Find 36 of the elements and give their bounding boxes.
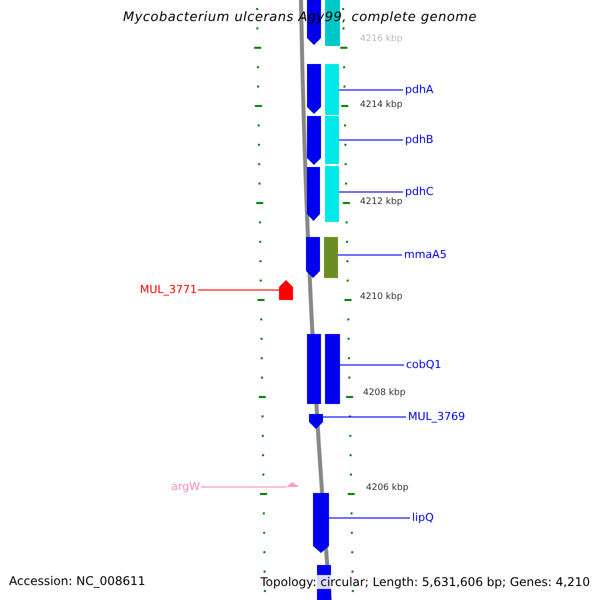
gene-label: pdhB	[405, 134, 434, 145]
gene-feature	[309, 414, 323, 429]
gene-feature	[306, 237, 320, 278]
scale-label: 4208 kbp	[363, 389, 406, 398]
gene-feature	[313, 493, 329, 553]
gene-label: pdhC	[405, 186, 434, 197]
leader-line	[200, 486, 286, 488]
scale-label: 4212 kbp	[360, 198, 402, 207]
scale-label: 4214 kbp	[360, 101, 402, 110]
leader-line	[340, 364, 404, 366]
leader-line	[322, 416, 406, 418]
gene-bar	[325, 116, 339, 164]
gene-label: MUL_3771	[140, 284, 197, 295]
accession-text: Accession: NC_008611	[9, 575, 146, 587]
scale-label: 4206 kbp	[366, 484, 408, 493]
scale-label: 4210 kbp	[360, 293, 402, 302]
gene-label: lipQ	[412, 512, 434, 523]
gene-bar	[325, 64, 339, 115]
gene-label: MUL_3769	[408, 411, 466, 422]
gene-feature	[307, 167, 320, 221]
gene-feature	[279, 280, 293, 300]
genome-info-text: Topology: circular; Length: 5,631,606 bp; Genes: 4,210	[260, 575, 590, 589]
triangle-marker	[286, 482, 299, 487]
gene-bar	[324, 237, 338, 278]
gene-label: mmaA5	[404, 249, 447, 260]
title: Mycobacterium ulcerans Agy99, complete genome	[122, 11, 478, 24]
gene-label: argW	[171, 481, 200, 492]
gene-bar	[325, 334, 340, 404]
leader-line	[338, 254, 402, 256]
gene-bar	[307, 334, 321, 404]
gene-feature	[307, 64, 321, 114]
scale-label: 4216 kbp	[360, 35, 402, 44]
gene-bar	[325, 166, 339, 222]
gene-label: pdhA	[405, 84, 434, 95]
gene-label: cobQ1	[406, 359, 442, 370]
gene-feature	[307, 116, 321, 165]
